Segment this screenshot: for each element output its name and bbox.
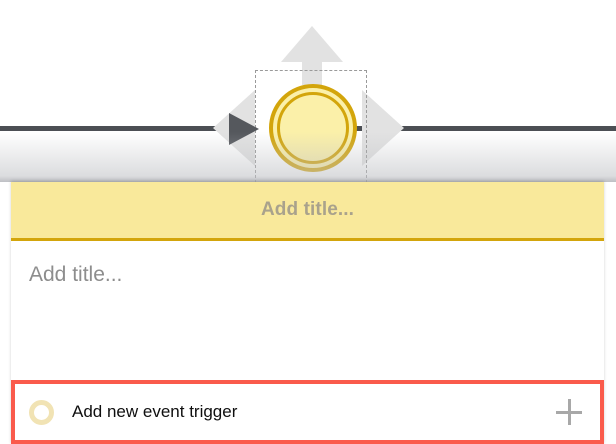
move-right-handle-icon[interactable] <box>362 90 404 166</box>
add-event-panel: Add title... Add new event trigger <box>11 182 604 444</box>
move-up-handle-icon[interactable] <box>281 26 343 85</box>
plus-icon[interactable] <box>556 399 582 425</box>
panel-body-spacer <box>11 346 604 380</box>
arrow-up-head <box>281 26 343 62</box>
connector-line-right <box>352 126 616 131</box>
panel-header: Add title... <box>11 182 604 241</box>
event-node-circle[interactable] <box>269 84 357 172</box>
title-input-row <box>11 241 604 346</box>
panel-header-title: Add title... <box>260 199 355 220</box>
title-input[interactable] <box>29 263 586 287</box>
add-trigger-label: Add new event trigger <box>72 402 238 421</box>
connector-line-left <box>0 126 252 131</box>
add-new-event-trigger-button[interactable]: Add new event trigger <box>11 380 604 444</box>
incoming-arrowhead-icon <box>229 113 259 145</box>
arrow-up-stem <box>302 61 322 85</box>
ring-icon <box>29 399 54 425</box>
diagram-canvas[interactable] <box>0 0 616 182</box>
